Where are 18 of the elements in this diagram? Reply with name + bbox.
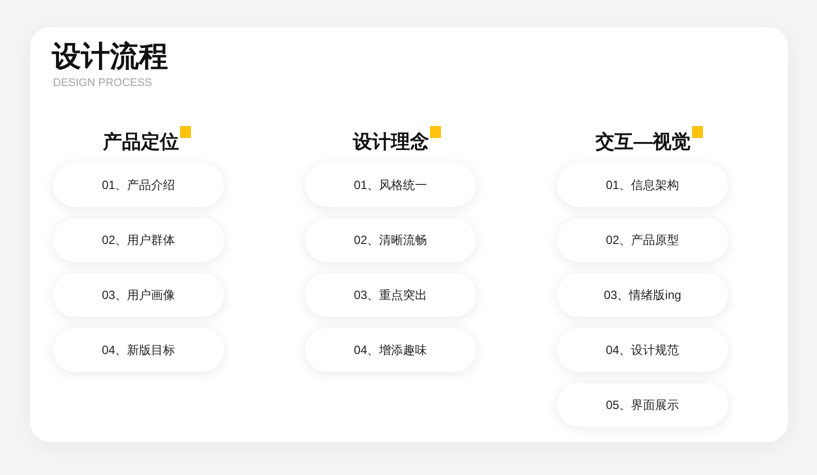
step-label: 02、用户群体: [102, 232, 176, 248]
column-heading: 设计理念: [353, 132, 429, 154]
step-label: 04、设计规范: [606, 342, 680, 358]
step-label: 04、新版目标: [102, 342, 176, 358]
step-label: 05、界面展示: [606, 396, 680, 414]
step-label: 01、风格统一: [354, 176, 428, 194]
step-label: 01、信息架构: [606, 176, 680, 194]
step-label: 03、重点突出: [354, 286, 428, 304]
step-label: 03、情绪版ing: [604, 286, 682, 304]
column-heading: 交互—视觉: [596, 132, 690, 154]
subtitle: DESIGN PROCESS: [53, 76, 152, 90]
step-label: 04、增添趣味: [354, 342, 428, 358]
step-label: 01、产品介绍: [102, 176, 176, 194]
column-heading: 产品定位: [103, 132, 179, 154]
page-title: 设计流程: [52, 40, 168, 75]
step-label: 03、用户画像: [102, 286, 176, 304]
step-label: 02、清晰流畅: [354, 232, 428, 248]
step-label: 02、产品原型: [606, 232, 680, 248]
